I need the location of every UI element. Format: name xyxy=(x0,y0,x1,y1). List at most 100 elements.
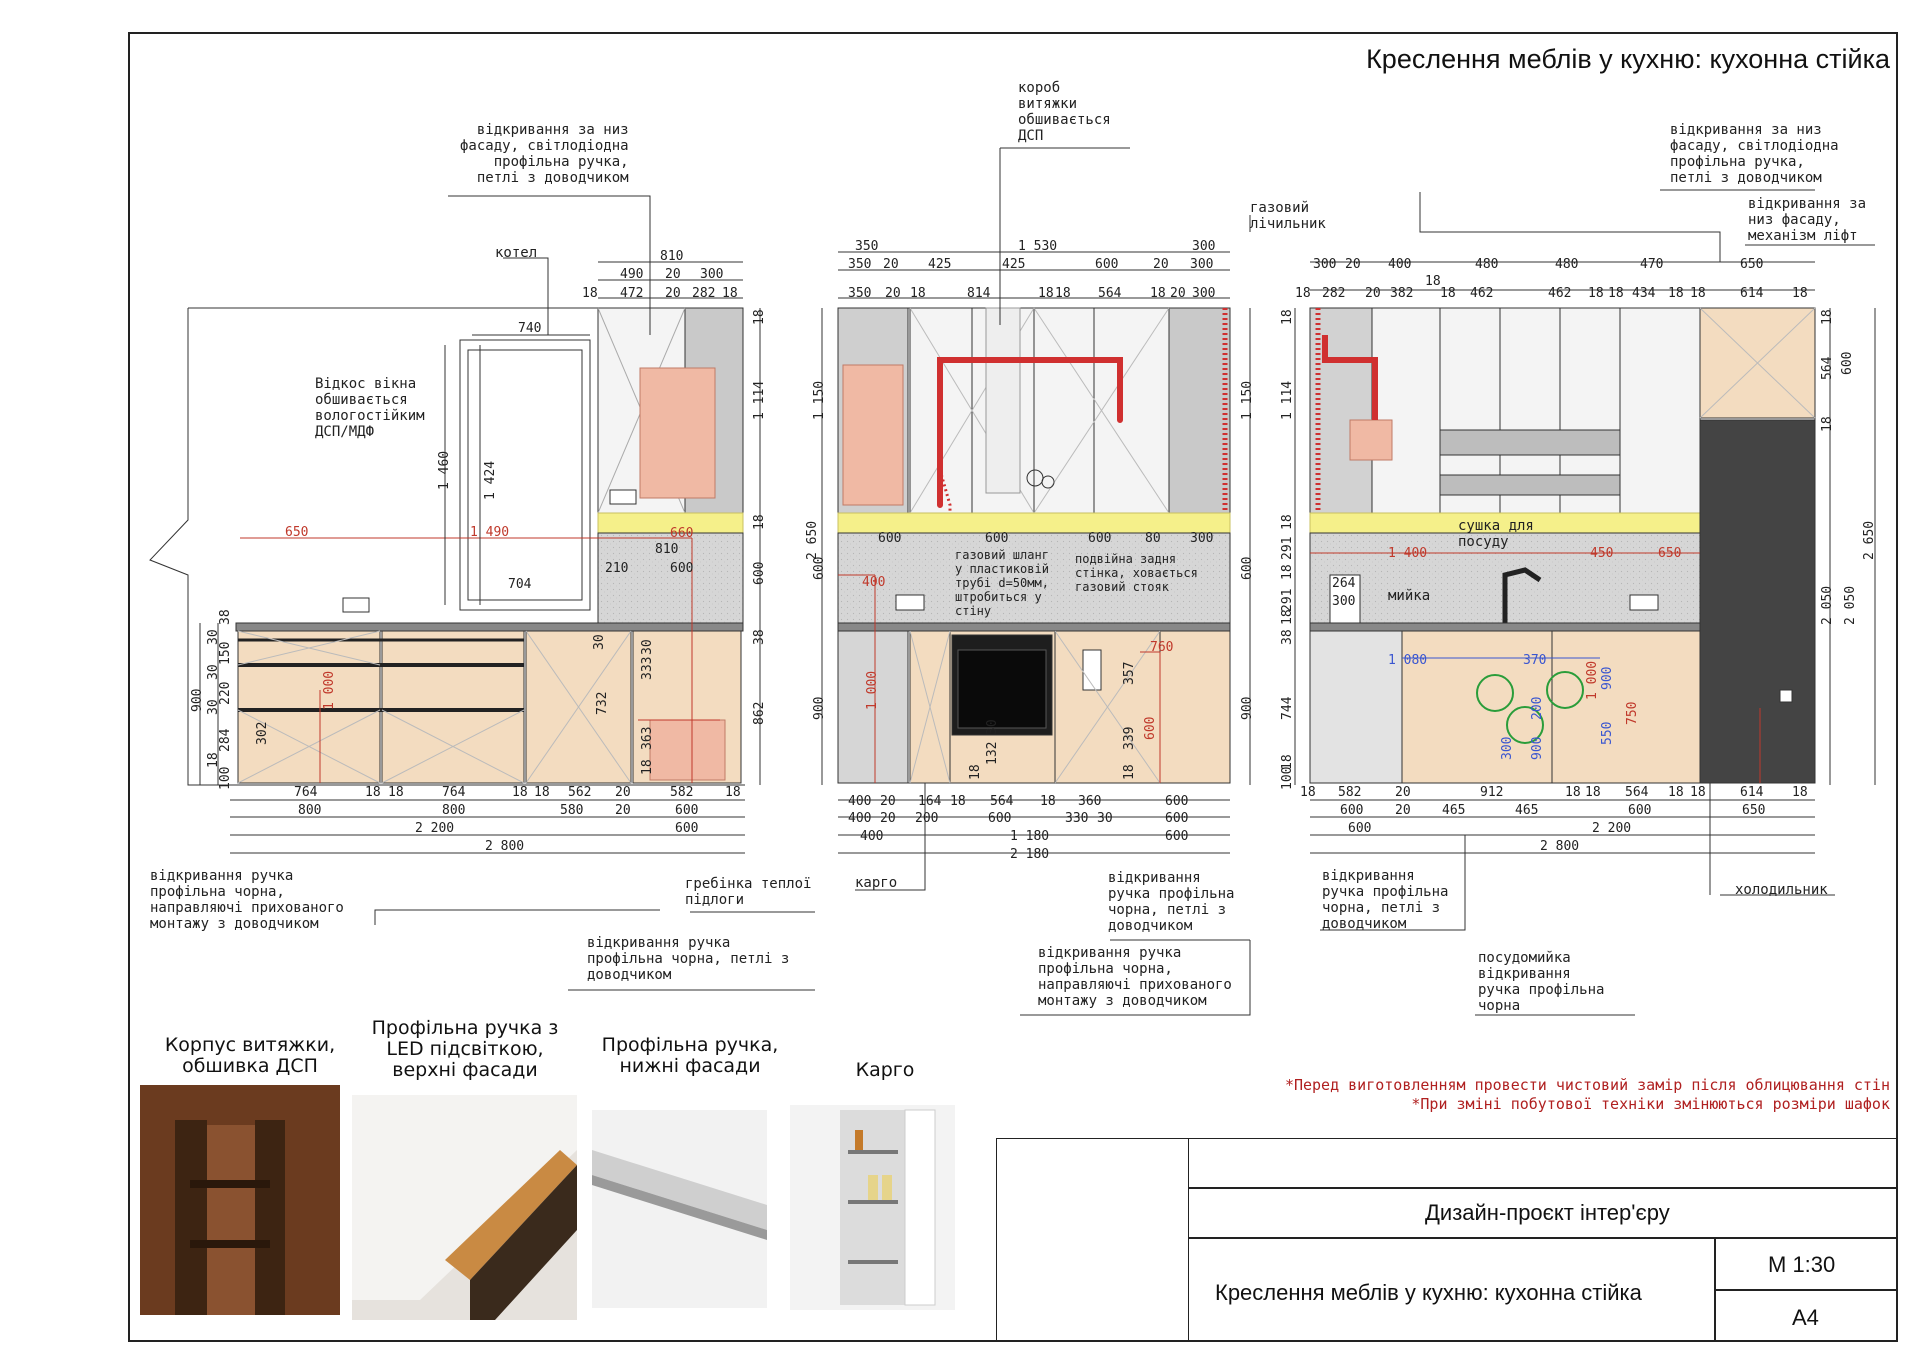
dim: 400 xyxy=(848,811,872,826)
dim: 30 xyxy=(640,639,655,655)
dim: 18 xyxy=(1055,286,1071,301)
dim: 18 xyxy=(512,785,528,800)
caption-cargo: Карго xyxy=(855,1059,915,1081)
dim: 30 xyxy=(985,719,1000,735)
dim: 650 xyxy=(1742,803,1766,818)
dim: 18 xyxy=(1040,794,1056,809)
sheet-title: Креслення меблів у кухню: кухонна стійка xyxy=(1366,44,1890,74)
dim: 18 xyxy=(1295,286,1311,301)
dim: 600 xyxy=(752,561,767,585)
dim: 900 xyxy=(1600,666,1615,690)
dim-v1-810: 810 xyxy=(660,249,684,264)
socket-icon xyxy=(609,489,637,505)
dim-v3-264: 264 xyxy=(1332,576,1356,591)
dim-v3-370: 370 xyxy=(1523,653,1547,668)
dim: 18 xyxy=(722,286,738,301)
dim: 18 xyxy=(1280,609,1295,625)
dim: 132 xyxy=(985,741,1000,765)
note-top-right-opening: відкривання за низ фасаду, світлодіодна … xyxy=(1670,122,1839,186)
dim: 614 xyxy=(1740,286,1764,301)
dim: 18 xyxy=(1440,286,1456,301)
dim: 764 xyxy=(294,785,318,800)
dim: 400 xyxy=(848,794,872,809)
dim: 744 xyxy=(1280,696,1295,720)
note-floor-heating: гребінка теплої підлоги xyxy=(685,876,812,908)
dim: 480 xyxy=(1475,257,1499,272)
dim: 100 xyxy=(218,766,233,790)
caption-hood: Корпус витяжки, обшивка ДСП xyxy=(164,1034,336,1077)
dim: 18 xyxy=(1820,309,1835,325)
dim: 20 xyxy=(880,811,896,826)
title-block-row xyxy=(1188,1138,1898,1188)
dim: 164 xyxy=(918,794,942,809)
note-window-slope: Відкос вікна обшивається вологостійким Д… xyxy=(315,376,425,440)
note-fridge: холодильник xyxy=(1735,882,1828,898)
boiler-icon xyxy=(639,367,716,499)
sheet-name: Креслення меблів у кухню: кухонна стійка xyxy=(1215,1280,1642,1305)
dim: 800 xyxy=(298,803,322,818)
dim-v3-300: 300 xyxy=(1332,594,1356,609)
dim-v3-650: 650 xyxy=(1658,546,1682,561)
dim: 1 180 xyxy=(1010,829,1050,844)
dim-v3-450: 450 xyxy=(1590,546,1614,561)
dim-v1-1460: 1 460 xyxy=(437,450,452,490)
dim: 200 xyxy=(915,811,939,826)
dim: 20 xyxy=(1345,257,1361,272)
dim: 350 xyxy=(855,239,879,254)
note-right-handle: відкривання ручка профільна чорна, петлі… xyxy=(1322,868,1449,932)
dim: 30 xyxy=(1097,811,1113,826)
dim: 600 xyxy=(675,821,699,836)
note-dish-dryer: сушка для посуду xyxy=(1458,518,1534,550)
dim: 360 xyxy=(1078,794,1102,809)
dim: 350 xyxy=(848,257,872,272)
dim: 18 xyxy=(1300,785,1316,800)
dim: 400 xyxy=(860,829,884,844)
dim: 38 xyxy=(752,629,767,645)
dim: 600 xyxy=(1165,829,1189,844)
dim: 600 xyxy=(1340,803,1364,818)
note-gas-hose: газовий шланг у пластиковій трубі d=50мм… xyxy=(955,548,1049,618)
photo-led xyxy=(352,1095,577,1320)
note-cargo: карго xyxy=(855,875,898,891)
dim: 20 xyxy=(885,286,901,301)
view-1 xyxy=(149,195,815,991)
dim: 20 xyxy=(880,794,896,809)
dim: 18 xyxy=(640,759,655,775)
dim-v1-660: 660 xyxy=(670,526,694,541)
note-gas-meter: газовий лічильник xyxy=(1250,200,1326,232)
dim: 18 xyxy=(1280,514,1295,530)
dim: 38 xyxy=(1280,629,1295,645)
dim: 20 xyxy=(665,286,681,301)
dim: 18 xyxy=(910,286,926,301)
dim: 600 xyxy=(985,531,1009,546)
dim: 20 xyxy=(1395,785,1411,800)
dim: 284 xyxy=(218,728,233,752)
dim: 580 xyxy=(560,803,584,818)
dim: 600 xyxy=(988,811,1012,826)
dim: 18 xyxy=(1565,785,1581,800)
caption-led-handle: Профільна ручка з LED підсвіткою, верхні… xyxy=(371,1017,559,1081)
dim: 434 xyxy=(1632,286,1656,301)
dim: 600 xyxy=(1165,811,1189,826)
photo-handle xyxy=(592,1110,767,1308)
dim: 1 150 xyxy=(1240,380,1255,420)
dim: 18 xyxy=(1425,274,1441,289)
dim: 300 xyxy=(1500,736,1515,760)
warning-line-1: *Перед виготовленням провести чистовий з… xyxy=(1284,1076,1890,1094)
dim: 18 xyxy=(1690,286,1706,301)
dim: 18 xyxy=(1792,286,1808,301)
dim: 2 650 xyxy=(1862,520,1877,560)
dim: 862 xyxy=(752,701,767,725)
dim: 300 xyxy=(1192,239,1216,254)
dim: 363 xyxy=(640,726,655,750)
dim: 18 xyxy=(1820,416,1835,432)
dim: 38 xyxy=(218,609,233,625)
dim: 2 200 xyxy=(415,821,455,836)
dim: 18 xyxy=(950,794,966,809)
dim: 20 xyxy=(665,267,681,282)
dim: 18 xyxy=(1150,286,1166,301)
dim: 472 xyxy=(620,286,644,301)
socket-icon xyxy=(342,597,370,613)
note-lift: відкривання за низ фасаду, механізм ліфт xyxy=(1748,196,1867,244)
